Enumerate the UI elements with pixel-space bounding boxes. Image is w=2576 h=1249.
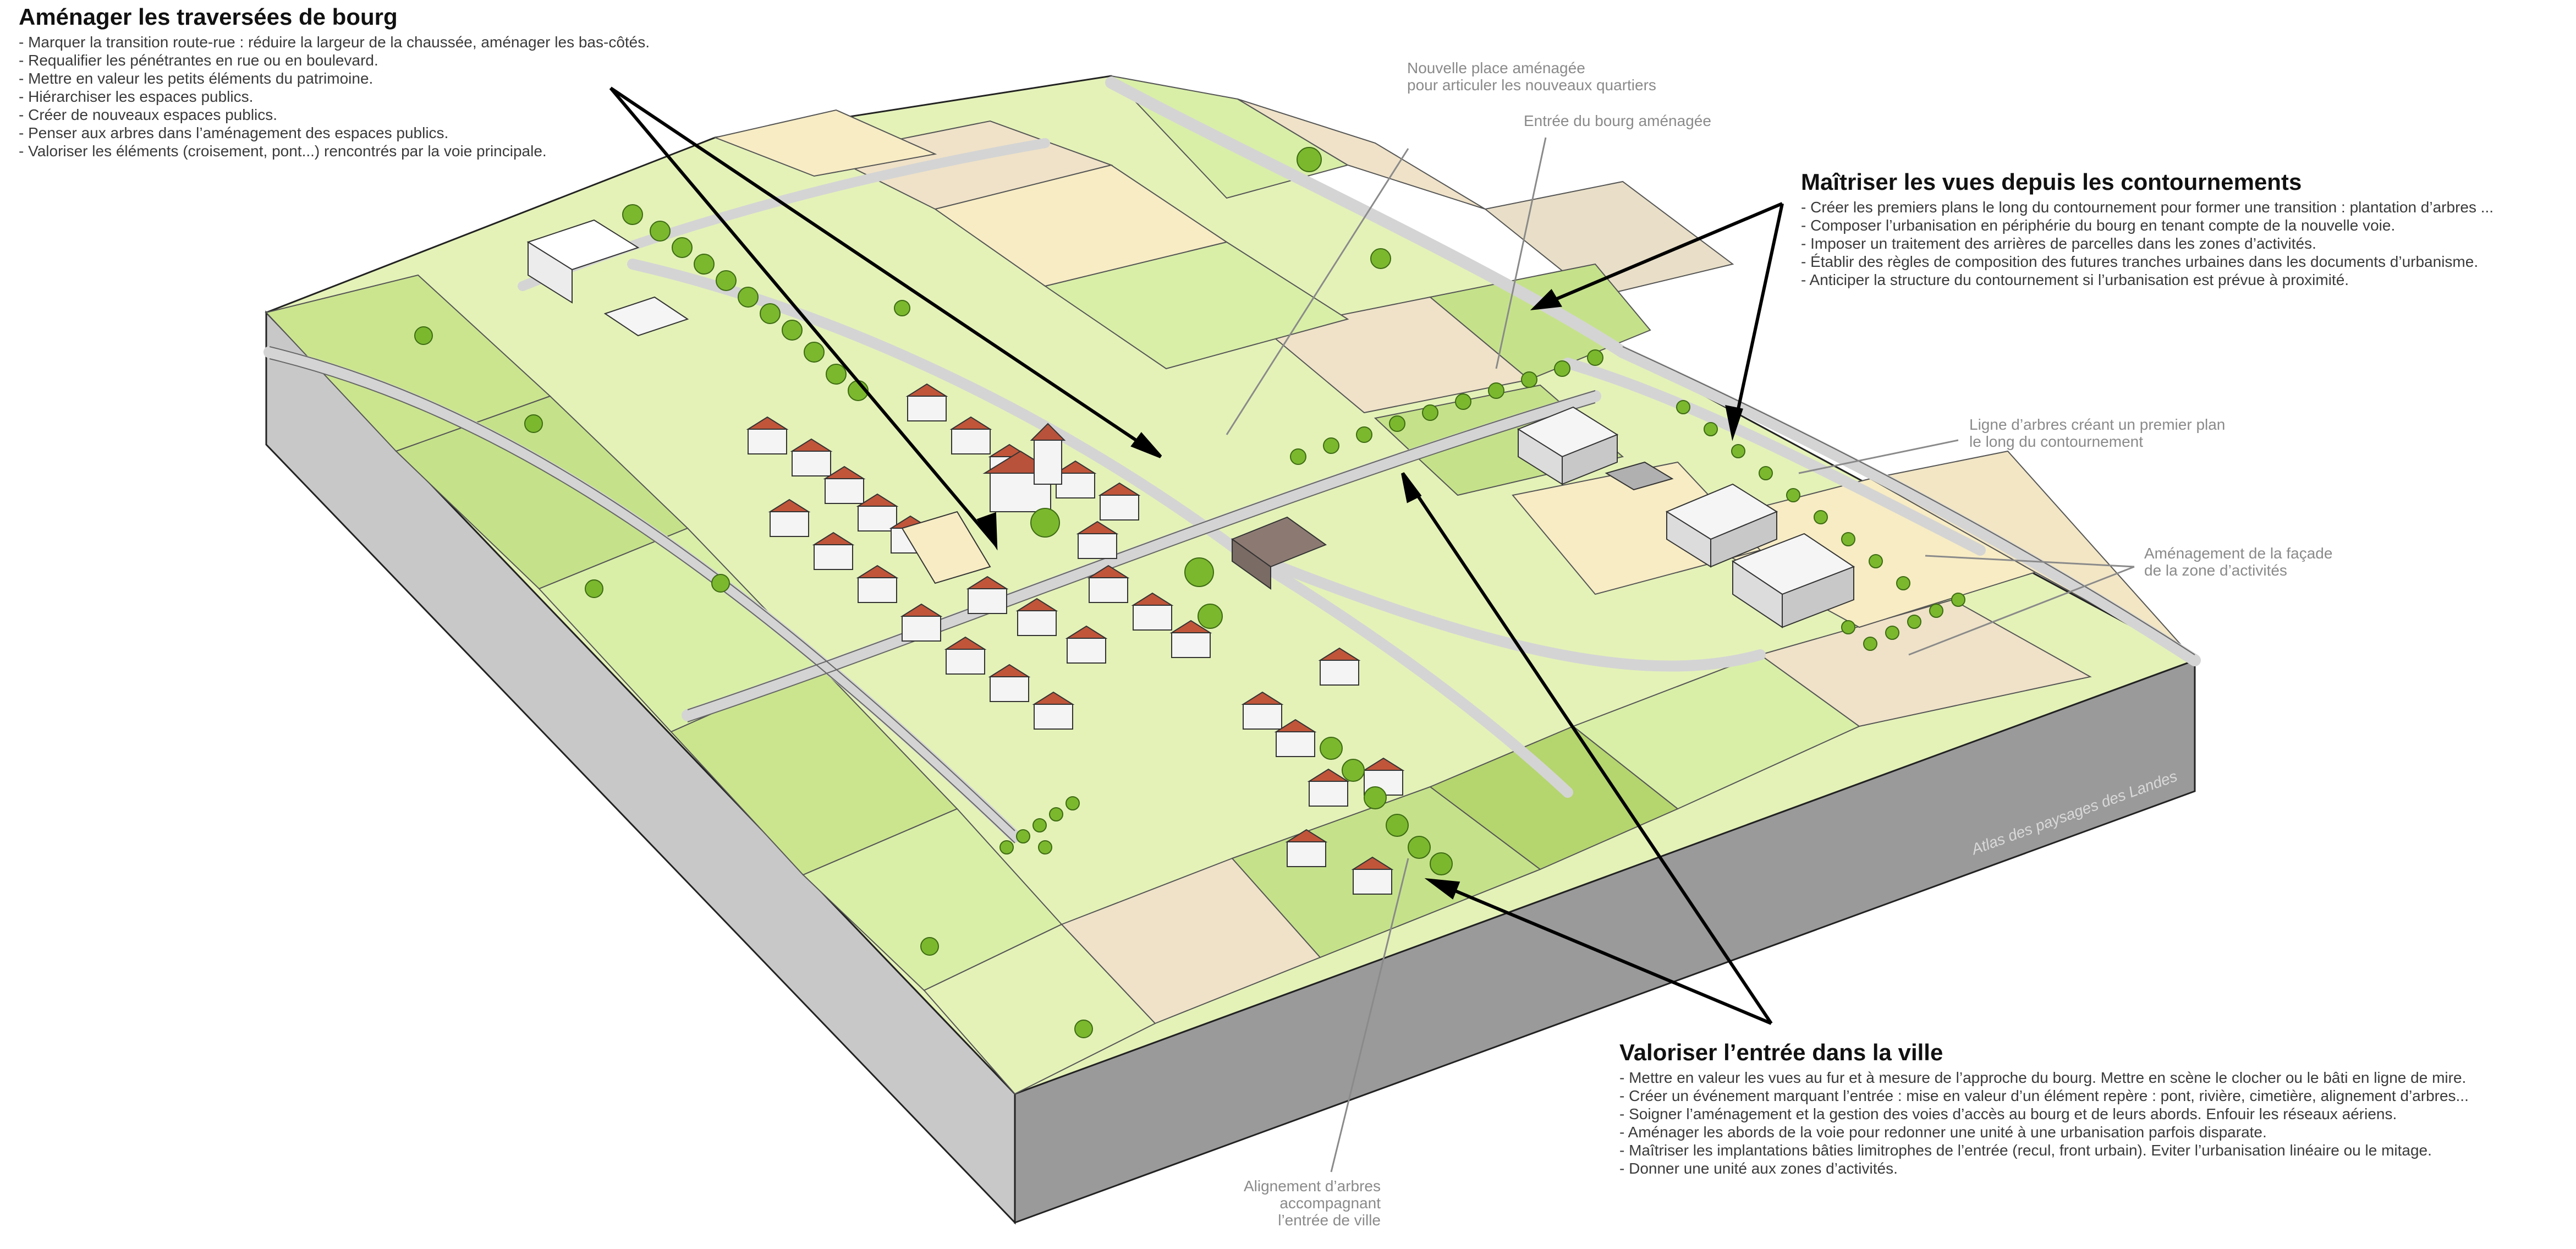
note-alignement: Alignement d’arbres accompagnant l’entré… (1199, 1177, 1381, 1229)
list-item: - Établir des règles de composition des … (1801, 253, 2479, 271)
village-houses (746, 383, 1405, 895)
activity-zone-buildings (526, 219, 1855, 628)
list-item: - Créer les premiers plans le long du co… (1801, 199, 2494, 216)
note-line: Nouvelle place aménagée (1407, 59, 1585, 76)
note-ligne-arbres: Ligne d’arbres créant un premier plan le… (1969, 416, 2225, 450)
trees (414, 147, 1965, 1038)
entree-title: Valoriser l’entrée dans la ville (1619, 1039, 1943, 1065)
note-line: Ligne d’arbres créant un premier plan (1969, 416, 2226, 433)
note-entree-bourg: Entrée du bourg aménagée (1524, 112, 1711, 129)
list-item: - Penser aux arbres dans l’aménagement d… (19, 124, 449, 142)
note-line: Aménagement de la façade (2144, 545, 2333, 562)
list-item: - Donner une unité aux zones d’activités… (1619, 1160, 1898, 1177)
list-item: - Soigner l’aménagement et la gestion de… (1619, 1105, 2397, 1123)
list-item: - Aménager les abords de la voie pour re… (1619, 1124, 2267, 1141)
traversees-list: - Marquer la transition route-rue : rédu… (19, 33, 650, 160)
vues-block: Maîtriser les vues depuis les contournem… (1801, 169, 2493, 289)
traversees-title: Aménager les traversées de bourg (19, 4, 398, 30)
traversees-block: Aménager les traversées de bourg - Marqu… (19, 4, 650, 160)
note-leaders (1226, 137, 2135, 1173)
entree-list: - Mettre en valeur les vues au fur et à … (1619, 1069, 2469, 1177)
list-item: - Anticiper la structure du contournemen… (1801, 271, 2349, 289)
note-line: le long du contournement (1969, 433, 2143, 450)
list-item: - Mettre en valeur les petits éléments d… (19, 70, 374, 87)
note-line: accompagnant (1279, 1195, 1381, 1212)
list-item: - Marquer la transition route-rue : rédu… (19, 34, 650, 51)
main-arrows (609, 86, 1784, 1025)
list-item: - Hiérarchiser les espaces publics. (19, 88, 254, 106)
note-line: pour articuler les nouveaux quartiers (1407, 76, 1656, 94)
note-line: de la zone d’activités (2144, 562, 2287, 579)
note-facade: Aménagement de la façade de la zone d’ac… (2144, 545, 2332, 579)
note-line: Entrée du bourg aménagée (1524, 112, 1711, 129)
list-item: - Créer de nouveaux espaces publics. (19, 106, 278, 124)
list-item: - Composer l’urbanisation en périphérie … (1801, 217, 2396, 234)
list-item: - Valoriser les éléments (croisement, po… (19, 143, 547, 160)
vues-title: Maîtriser les vues depuis les contournem… (1801, 169, 2302, 195)
list-item: - Créer un événement marquant l’entrée :… (1619, 1087, 2469, 1105)
list-item: - Imposer un traitement des arrières de … (1801, 235, 2316, 253)
note-line: l’entrée de ville (1278, 1212, 1381, 1229)
list-item: - Maîtriser les implantations bâties lim… (1619, 1142, 2432, 1159)
entree-block: Valoriser l’entrée dans la ville - Mettr… (1619, 1039, 2469, 1177)
note-nouvelle-place: Nouvelle place aménagée pour articuler l… (1407, 59, 1656, 94)
list-item: - Requalifier les pénétrantes en rue ou … (19, 52, 378, 69)
note-line: Alignement d’arbres (1243, 1177, 1381, 1195)
list-item: - Mettre en valeur les vues au fur et à … (1619, 1069, 2467, 1087)
vues-list: - Créer les premiers plans le long du co… (1801, 198, 2493, 289)
